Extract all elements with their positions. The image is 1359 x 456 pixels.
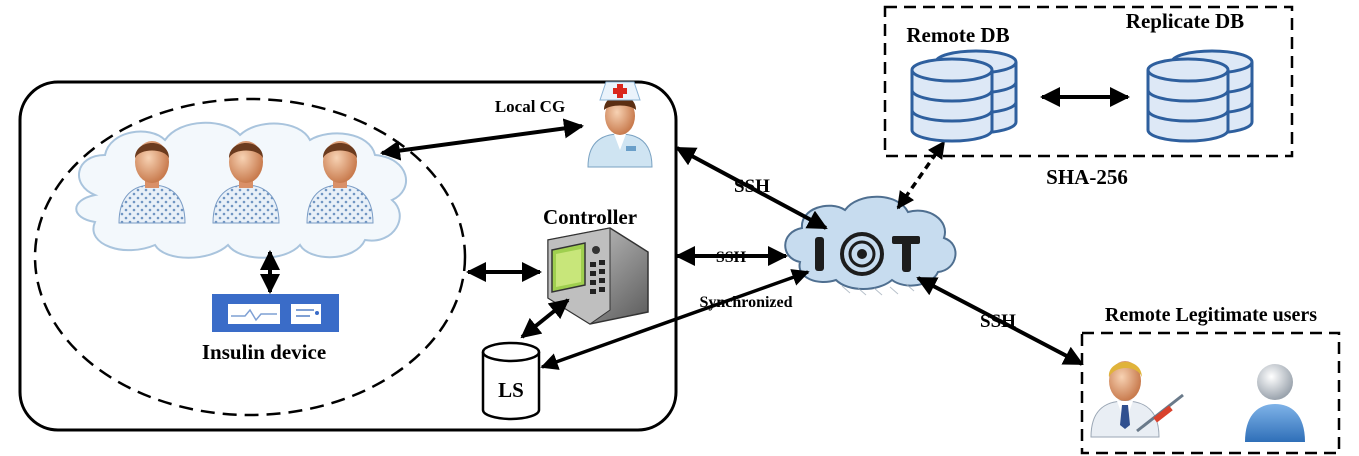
replicate-db-icon <box>1146 49 1254 143</box>
ssh-bottom-label: SSH <box>980 311 1016 332</box>
local-caregiver-icon <box>587 81 653 168</box>
doctor-icon <box>1090 361 1184 438</box>
insulin-device-icon <box>212 294 339 332</box>
arrow-ssh-top <box>675 146 828 230</box>
patient-icon-3 <box>306 141 374 224</box>
controller-icon <box>547 227 649 325</box>
ssh-middle-label: SSH <box>716 249 747 266</box>
ls-storage-icon <box>481 341 541 421</box>
patient-icon-1 <box>118 141 186 224</box>
arrow-controller-ls <box>520 298 570 339</box>
patient-icon-2 <box>212 141 280 224</box>
remote-users-box <box>1080 331 1341 455</box>
remote-db-icon <box>910 49 1018 143</box>
ssh-top-label: SSH <box>734 176 770 197</box>
remote-users-label: Remote Legitimate users <box>1105 304 1317 326</box>
controller-label: Controller <box>543 205 637 229</box>
sha-256-label: SHA-256 <box>1046 165 1128 189</box>
ls-label: LS <box>498 378 524 402</box>
arrow-patients-localcg <box>380 118 584 161</box>
arrow-synchronized <box>540 269 810 370</box>
arrow-iot-remotedb <box>896 140 946 210</box>
iot-label: IOT <box>870 299 872 301</box>
replicate-db-label: Replicate DB <box>1126 9 1244 33</box>
user-icon <box>1245 364 1305 442</box>
database-box <box>883 5 1294 158</box>
iot-logo <box>815 232 920 276</box>
remote-db-label: Remote DB <box>906 23 1009 47</box>
insulin-device-label: Insulin device <box>202 340 326 364</box>
arrow-ssh-bottom <box>916 276 1084 366</box>
local-cg-label: Local CG <box>495 97 565 116</box>
patient-group-ellipse <box>33 97 467 417</box>
synchronized-label: Synchronized <box>699 294 792 311</box>
